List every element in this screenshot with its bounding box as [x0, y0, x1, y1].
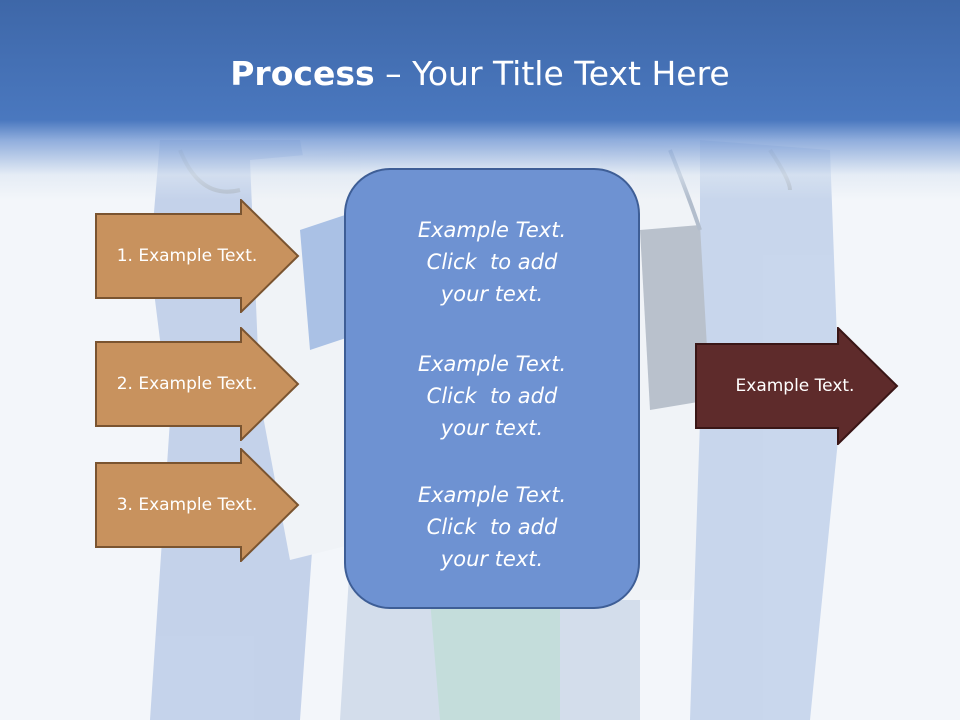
paragraph-line: Example Text.: [417, 483, 567, 507]
slide-title[interactable]: Process – Your Title Text Here: [0, 50, 960, 98]
input-arrow-label: 1. Example Text.: [116, 246, 258, 266]
paragraph-line: Click to add: [426, 384, 558, 408]
center-text-box[interactable]: Example Text. Click to add your text. Ex…: [344, 168, 640, 609]
right-arrow-shape-icon: [95, 327, 300, 441]
paragraph-line: Click to add: [426, 250, 558, 274]
right-arrow-shape-icon: [95, 199, 300, 313]
right-arrow-shape-icon: [95, 448, 300, 562]
paragraph-line: Example Text.: [417, 218, 567, 242]
center-paragraph-2: Example Text. Click to add your text.: [346, 348, 638, 444]
title-bold: Process: [230, 54, 375, 93]
input-arrow-3[interactable]: 3. Example Text.: [95, 448, 300, 562]
input-arrow-label: 3. Example Text.: [116, 495, 258, 515]
output-arrow-label: Example Text.: [735, 376, 855, 396]
paragraph-line: your text.: [440, 282, 544, 306]
title-band: [0, 0, 960, 200]
input-arrow-label: 2. Example Text.: [116, 374, 258, 394]
paragraph-line: Click to add: [426, 515, 558, 539]
input-arrow-2[interactable]: 2. Example Text.: [95, 327, 300, 441]
paragraph-line: your text.: [440, 416, 544, 440]
output-arrow[interactable]: Example Text.: [695, 327, 900, 445]
input-arrow-1[interactable]: 1. Example Text.: [95, 199, 300, 313]
title-rest: – Your Title Text Here: [374, 54, 730, 93]
center-paragraph-3: Example Text. Click to add your text.: [346, 479, 638, 575]
paragraph-line: your text.: [440, 547, 544, 571]
paragraph-line: Example Text.: [417, 352, 567, 376]
center-paragraph-1: Example Text. Click to add your text.: [346, 214, 638, 310]
right-arrow-shape-icon: [695, 327, 899, 445]
